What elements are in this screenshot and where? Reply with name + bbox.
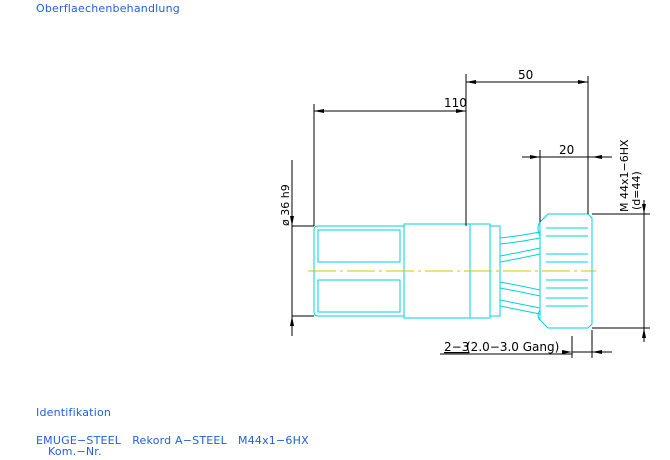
dimension-diameter-label: ø 36 h9 bbox=[279, 184, 292, 226]
kom-nr-label: Kom.−Nr. bbox=[48, 445, 102, 458]
dimension-gang-detail-label: (2.0−3.0 Gang) bbox=[466, 340, 559, 354]
dimension-110-label: 110 bbox=[444, 96, 467, 110]
dimension-arrows bbox=[290, 80, 646, 354]
dimension-gang-label: 2−3 bbox=[444, 340, 469, 354]
dimension-50-label: 50 bbox=[518, 68, 533, 82]
identifikation-label: Identifikation bbox=[36, 406, 112, 419]
dimension-thread-d-label: (d=44) bbox=[630, 171, 643, 210]
dimension-lines bbox=[291, 74, 650, 358]
dimension-20-label: 20 bbox=[559, 143, 574, 157]
title-oberflaechenbehandlung: Oberflaechenbehandlung bbox=[36, 2, 180, 15]
dimension-thread-label: M 44x1−6HX bbox=[618, 139, 631, 212]
product-line: EMUGE−STEEL Rekord A−STEEL M44x1−6HX bbox=[36, 434, 309, 447]
part-outline bbox=[313, 213, 593, 329]
